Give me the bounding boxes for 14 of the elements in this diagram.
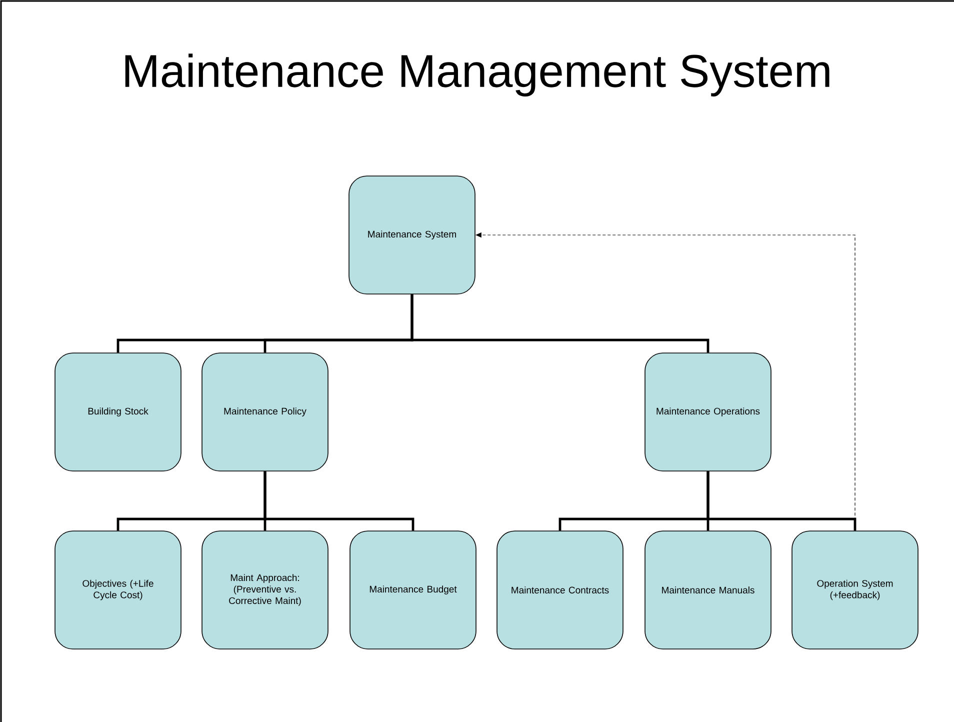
rounded-box: Maintenance Budget [350, 530, 476, 650]
connector-line [410, 294, 710, 353]
rounded-box: Maint Approach: (Preventive vs. Corrective Maint) [202, 530, 328, 650]
rounded-box: Maintenance Operations [644, 352, 772, 472]
rounded-box: Objectives (+Life Cycle Cost) [54, 530, 182, 650]
title: Maintenance Management System [125, 54, 830, 96]
rounded-box: Maintenance Policy [202, 352, 328, 472]
rounded-box: Maintenance Manuals [644, 530, 772, 650]
rounded-box: Operation System (+feedback) [792, 530, 918, 650]
connector-line [264, 471, 414, 531]
connector-line [706, 471, 856, 531]
rounded-box: Building Stock [54, 352, 182, 472]
rounded-box: Maintenance Contracts [496, 530, 624, 650]
rounded-box: Maintenance System [348, 176, 476, 294]
